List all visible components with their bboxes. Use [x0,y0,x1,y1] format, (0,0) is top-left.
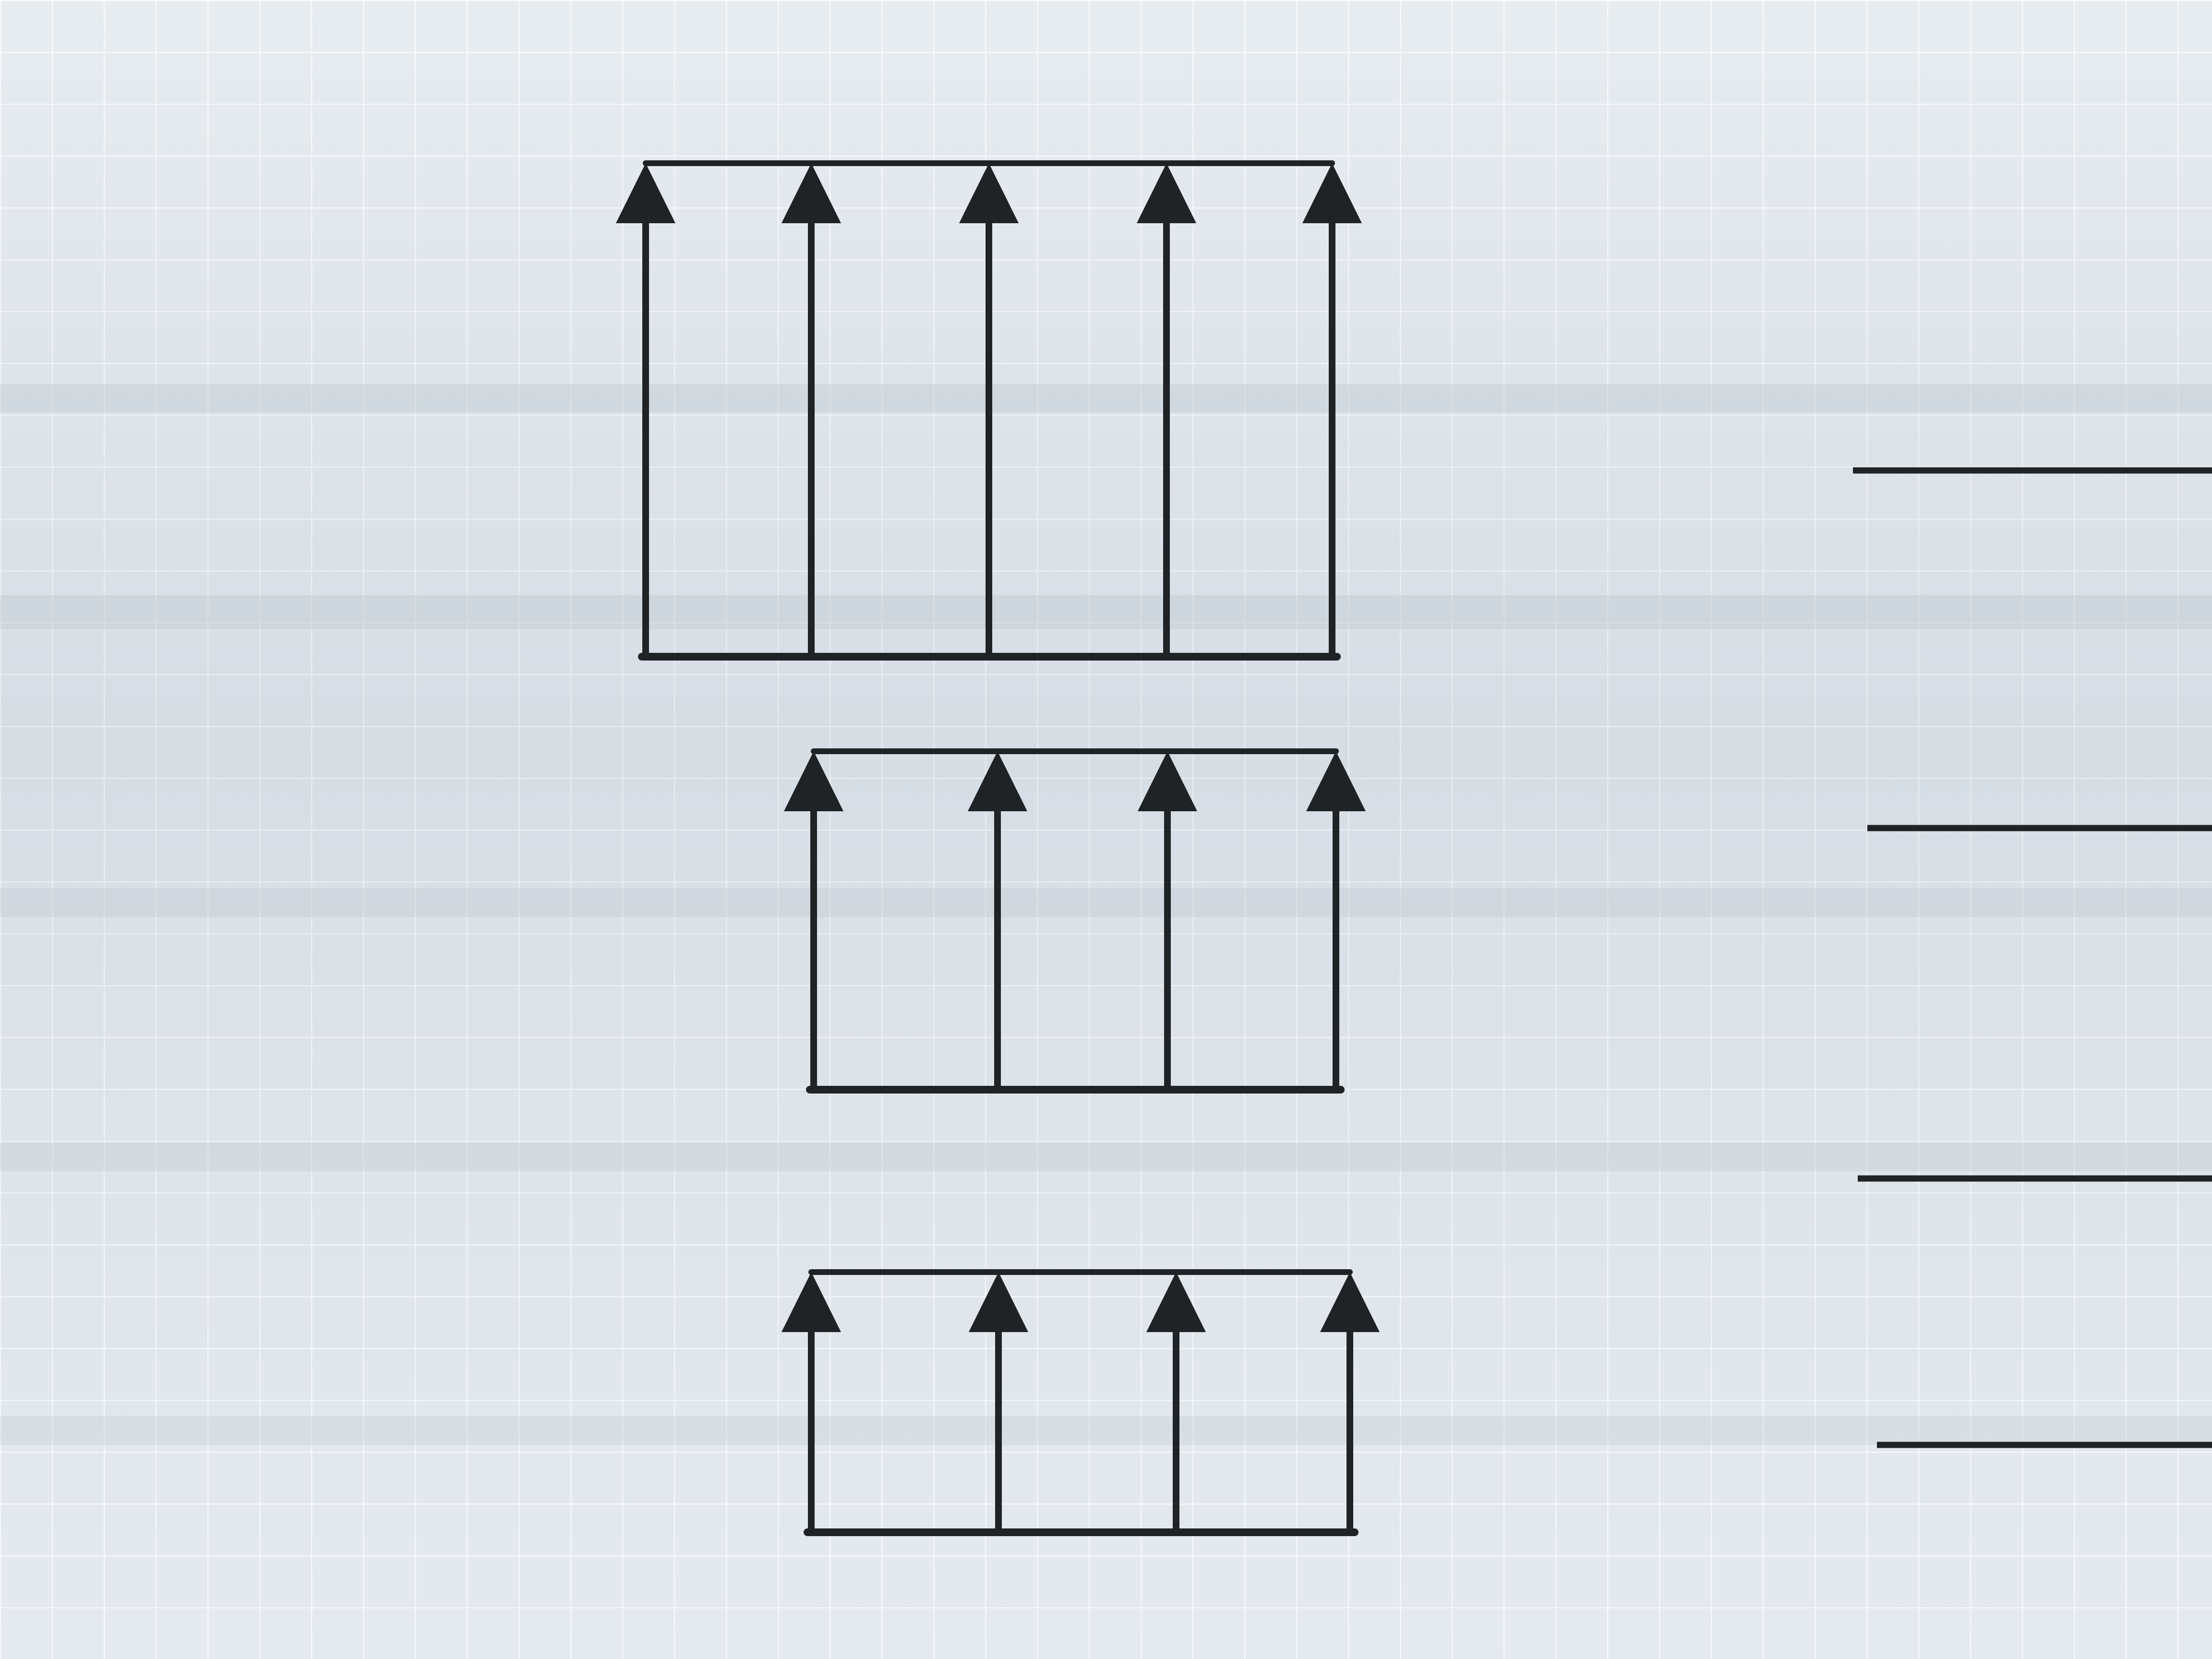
arrow-diagrams [616,160,2212,1536]
bleed-through-line [0,595,2212,629]
arrow-head [781,163,841,223]
arrow-head [781,1272,841,1332]
arrow-head [1302,163,1362,223]
bleed-through-line [0,384,2212,413]
arrow-head [616,163,675,223]
arrow-head [1138,751,1197,811]
bleed-through-line [0,888,2212,917]
bleed-through-line [0,1142,2212,1171]
arrow-head [968,751,1027,811]
arrow-head [1320,1272,1380,1332]
arrow-head [784,751,843,811]
arrow-head [1146,1272,1206,1332]
arrow-head [1137,163,1196,223]
bleed-through-line [0,1416,2212,1445]
arrow-head [959,163,1019,223]
arrow-head [1306,751,1366,811]
arrow-head [969,1272,1028,1332]
